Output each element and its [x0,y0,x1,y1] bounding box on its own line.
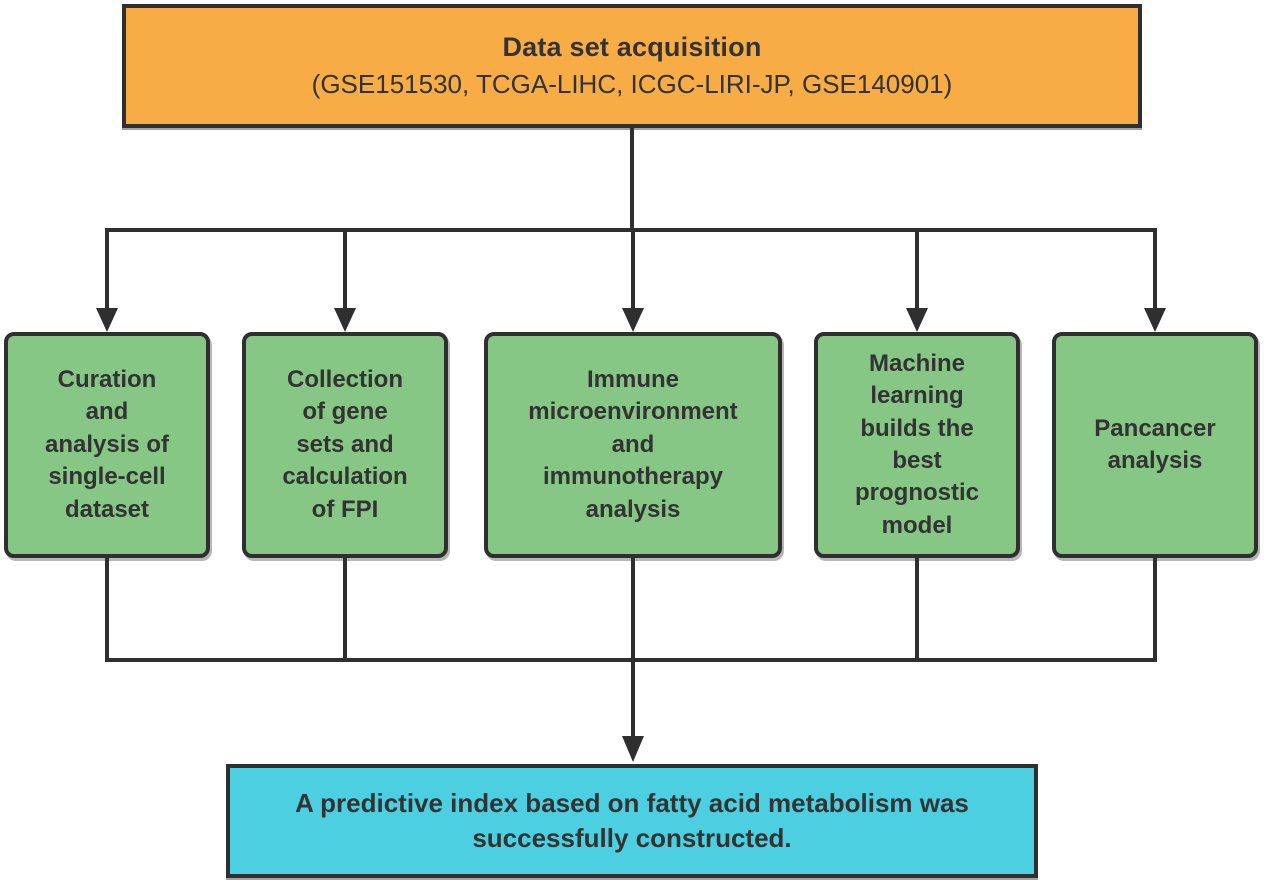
arrow-down-icon [622,736,644,762]
node-subtitle: (GSE151530, TCGA-LIHC, ICGC-LIRI-JP, GSE… [311,69,953,99]
node-label: A predictive index based on fatty acid m… [295,787,969,853]
arrow-down-icon [622,308,644,332]
node-immune-microenvironment: Immune microenvironment and immunotherap… [484,332,782,558]
node-label: Pancancer analysis [1094,414,1216,474]
node-data-set-acquisition: Data set acquisition (GSE151530, TCGA-LI… [122,4,1142,128]
node-single-cell-curation: Curation and analysis of single-cell dat… [4,332,210,558]
node-machine-learning-model: Machine learning builds the best prognos… [814,332,1020,558]
node-label: Curation and analysis of single-cell dat… [44,366,170,523]
arrow-down-icon [334,308,356,332]
node-label: Immune microenvironment and immunotherap… [528,366,738,523]
node-label: Machine learning builds the best prognos… [855,349,979,539]
node-gene-sets-fpi: Collection of gene sets and calculation … [242,332,448,558]
arrow-down-icon [1144,308,1166,332]
arrow-down-icon [96,308,118,332]
node-label: Collection of gene sets and calculation … [282,366,408,523]
node-title: Data set acquisition [502,32,762,62]
arrow-down-icon [906,308,928,332]
node-pancancer-analysis: Pancancer analysis [1052,332,1258,558]
node-conclusion: A predictive index based on fatty acid m… [226,764,1038,878]
